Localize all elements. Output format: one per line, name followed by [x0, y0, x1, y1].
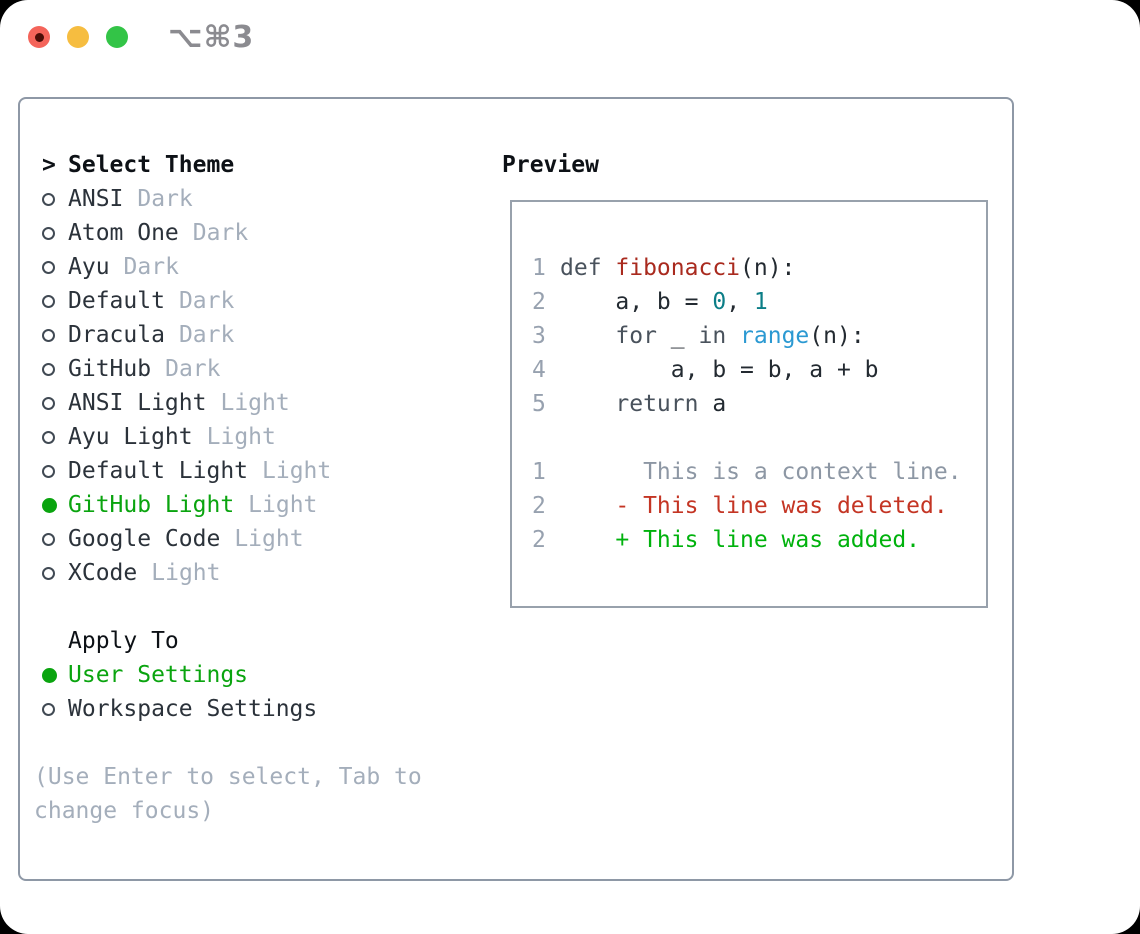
- preview-title: Preview: [502, 152, 599, 178]
- unsaved-dot-icon: [34, 32, 44, 42]
- line-number: 3: [532, 323, 546, 349]
- preview-column: Preview 1 def fibonacci (n): 2 a, b = 0 …: [502, 148, 990, 879]
- radio-icon: [42, 362, 55, 376]
- apply-to-title: Apply To: [68, 628, 179, 654]
- theme-option-xcode[interactable]: XCode Light: [42, 556, 502, 590]
- line-number: 1: [532, 255, 546, 281]
- spacer: [42, 726, 502, 760]
- radio-icon: [42, 192, 55, 206]
- radio-selected-icon: [42, 667, 57, 683]
- line-number: 1: [532, 459, 546, 485]
- spacer: [532, 421, 974, 455]
- code-line: 5 return a: [532, 387, 974, 421]
- apply-to-header: Apply To: [42, 624, 502, 658]
- maximize-button[interactable]: [106, 26, 128, 48]
- theme-list-header: > Select Theme: [42, 148, 502, 182]
- theme-option-default-light[interactable]: Default Light Light: [42, 454, 502, 488]
- minimize-button[interactable]: [67, 26, 89, 48]
- diff-line-context: 1 This is a context line.: [532, 455, 974, 489]
- radio-icon: [42, 294, 55, 308]
- radio-icon: [42, 430, 55, 444]
- focus-caret-icon: >: [42, 152, 56, 178]
- line-number: 2: [532, 289, 546, 315]
- line-number: 5: [532, 391, 546, 417]
- theme-option-google-code[interactable]: Google Code Light: [42, 522, 502, 556]
- theme-option-github-light[interactable]: GitHub Light Light: [42, 488, 502, 522]
- radio-icon: [42, 226, 55, 240]
- theme-list-column: > Select Theme ANSI Dark Atom One Dark A…: [34, 148, 502, 879]
- theme-list-title: Select Theme: [68, 152, 235, 178]
- theme-option-ansi-dark[interactable]: ANSI Dark: [42, 182, 502, 216]
- radio-icon: [42, 464, 55, 478]
- code-line: 3 for _ in range (n):: [532, 319, 974, 353]
- diff-line-added: 2 + This line was added.: [532, 523, 974, 557]
- theme-option-dracula-dark[interactable]: Dracula Dark: [42, 318, 502, 352]
- theme-picker-panel: > Select Theme ANSI Dark Atom One Dark A…: [18, 97, 1014, 881]
- window-titlebar: ⌥⌘3: [0, 0, 1140, 74]
- theme-option-github-dark[interactable]: GitHub Dark: [42, 352, 502, 386]
- help-text: (Use Enter to select, Tab to change focu…: [34, 764, 422, 824]
- traffic-lights: [28, 26, 128, 48]
- radio-icon: [42, 532, 55, 546]
- close-button[interactable]: [28, 26, 50, 48]
- radio-icon: [42, 260, 55, 274]
- line-number: 4: [532, 357, 546, 383]
- apply-option-user-settings[interactable]: User Settings: [42, 658, 502, 692]
- code-line: 1 def fibonacci (n):: [532, 251, 974, 285]
- theme-option-ayu-light[interactable]: Ayu Light Light: [42, 420, 502, 454]
- theme-option-ansi-light[interactable]: ANSI Light Light: [42, 386, 502, 420]
- preview-box: 1 def fibonacci (n): 2 a, b = 0 , 1 3 fo…: [510, 200, 988, 608]
- radio-selected-icon: [42, 497, 57, 513]
- radio-icon: [42, 396, 55, 410]
- theme-option-ayu-dark[interactable]: Ayu Dark: [42, 250, 502, 284]
- theme-option-default-dark[interactable]: Default Dark: [42, 284, 502, 318]
- window-shortcut-label: ⌥⌘3: [168, 19, 255, 55]
- radio-icon: [42, 566, 55, 580]
- code-line: 4 a, b = b, a + b: [532, 353, 974, 387]
- line-number: 2: [532, 493, 546, 519]
- apply-option-workspace-settings[interactable]: Workspace Settings: [42, 692, 502, 726]
- line-number: 2: [532, 527, 546, 553]
- radio-icon: [42, 702, 55, 716]
- theme-option-atom-one-dark[interactable]: Atom One Dark: [42, 216, 502, 250]
- radio-icon: [42, 328, 55, 342]
- spacer: [42, 590, 502, 624]
- code-line: 2 a, b = 0 , 1: [532, 285, 974, 319]
- diff-line-deleted: 2 - This line was deleted.: [532, 489, 974, 523]
